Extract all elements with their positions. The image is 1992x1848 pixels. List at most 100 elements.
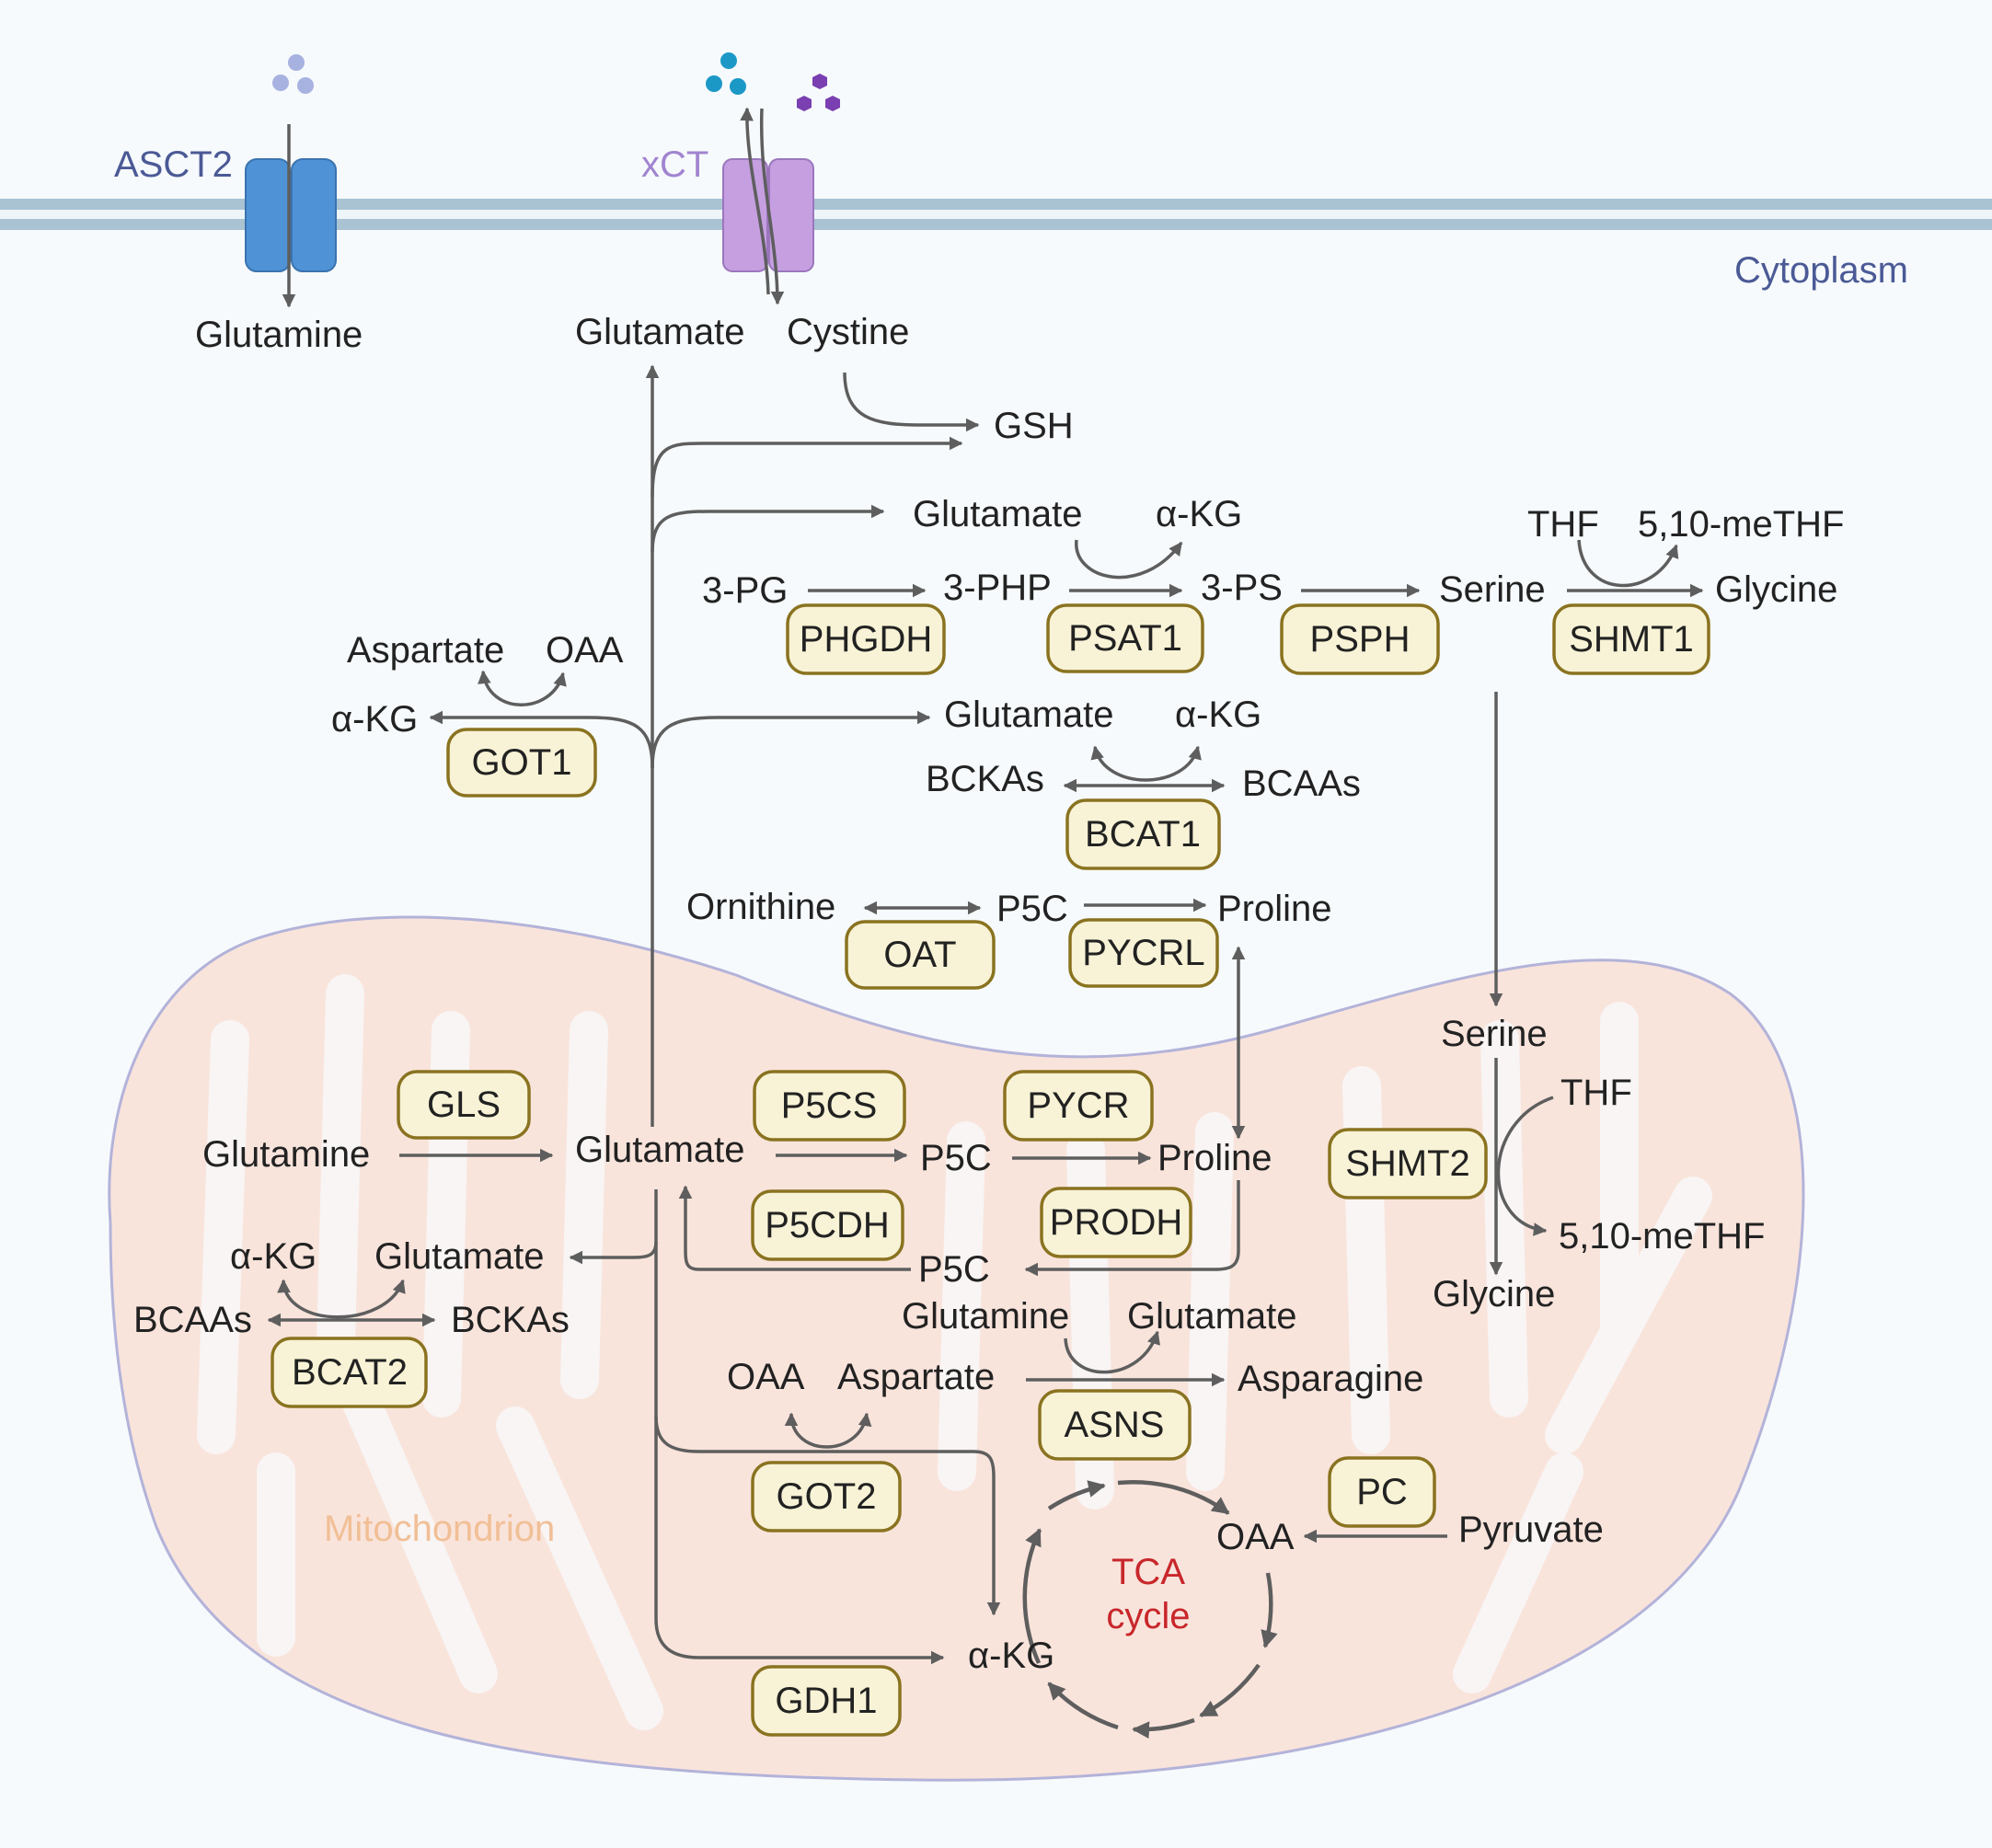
enzyme-phgdh: PHGDH xyxy=(786,603,946,675)
enzyme-pycrl-label: PYCRL xyxy=(1082,933,1204,973)
enzyme-bcat2-label: BCAT2 xyxy=(292,1352,408,1393)
enzyme-p5cs-label: P5CS xyxy=(781,1085,878,1126)
enzyme-phgdh-label: PHGDH xyxy=(800,619,932,660)
glutamate-molecule-icon xyxy=(706,75,722,92)
enzyme-oat: OAT xyxy=(845,920,996,990)
label-glutamate-psat1: Glutamate xyxy=(913,494,1083,534)
glutamate-molecule-icon xyxy=(720,52,737,69)
enzyme-prodh: PRODH xyxy=(1040,1187,1192,1258)
label-cystine: Cystine xyxy=(787,312,909,352)
label-serine-mitochondrion: Serine xyxy=(1441,1014,1548,1054)
enzyme-psat1: PSAT1 xyxy=(1046,603,1204,673)
enzyme-boxes: PHGDH PSAT1 PSPH SHMT1 GOT1 BCAT1 OAT P xyxy=(271,603,1710,1737)
cystine-molecule-icon xyxy=(812,74,827,89)
label-bckas-cytoplasm: BCKAs xyxy=(926,759,1044,799)
label-bcaas-cytoplasm: BCAAs xyxy=(1242,763,1361,804)
glutamine-molecule-icon xyxy=(297,77,314,94)
label-akg-bcat2: α-KG xyxy=(230,1236,317,1277)
label-akg-tca: α-KG xyxy=(968,1636,1054,1676)
xct-label: xCT xyxy=(641,144,708,185)
label-glutamate-asns: Glutamate xyxy=(1127,1296,1297,1337)
cystine-molecule-icon xyxy=(797,96,812,111)
label-ornithine: Ornithine xyxy=(686,887,835,927)
enzyme-shmt2-label: SHMT2 xyxy=(1345,1143,1470,1184)
enzyme-pycr-label: PYCR xyxy=(1027,1085,1129,1126)
enzyme-p5cdh: P5CDH xyxy=(751,1189,904,1261)
label-oaa-got2: OAA xyxy=(727,1357,805,1397)
label-p5c-cytoplasm: P5C xyxy=(996,889,1068,929)
mitochondrion-label: Mitochondrion xyxy=(324,1509,555,1549)
enzyme-psph-label: PSPH xyxy=(1310,619,1411,660)
label-aspartate-mitochondrion: Aspartate xyxy=(837,1357,995,1397)
label-akg-psat1: α-KG xyxy=(1156,494,1242,534)
cystine-molecule-icon xyxy=(825,96,840,111)
label-akg-got1: α-KG xyxy=(331,699,418,740)
enzyme-p5cdh-label: P5CDH xyxy=(765,1205,890,1245)
enzyme-shmt2: SHMT2 xyxy=(1328,1128,1488,1199)
enzyme-gls: GLS xyxy=(397,1070,531,1140)
label-thf-mitochondrion: THF xyxy=(1560,1073,1632,1113)
label-akg-bcat1: α-KG xyxy=(1175,694,1261,735)
enzyme-pc: PC xyxy=(1328,1456,1436,1528)
enzyme-asns-label: ASNS xyxy=(1065,1405,1165,1445)
metabolite-labels: Glutamine Glutamate Cystine GSH Glutamat… xyxy=(133,312,1845,1676)
enzyme-psat1-label: PSAT1 xyxy=(1068,618,1182,659)
label-3pg: 3-PG xyxy=(702,570,788,611)
label-glutamate-mitochondrion: Glutamate xyxy=(575,1130,745,1170)
enzyme-bcat2: BCAT2 xyxy=(271,1337,428,1408)
glutamine-molecule-icon xyxy=(288,54,305,71)
pathway-connectors xyxy=(267,107,1704,1739)
label-glutamate-cytoplasm: Glutamate xyxy=(575,312,745,352)
label-asparagine: Asparagine xyxy=(1238,1359,1423,1399)
enzyme-gdh1: GDH1 xyxy=(751,1665,902,1737)
enzyme-got2-label: GOT2 xyxy=(777,1476,877,1517)
label-proline-mitochondrion: Proline xyxy=(1157,1138,1272,1178)
label-proline-cytoplasm: Proline xyxy=(1217,889,1332,929)
label-glutamate-bcat1: Glutamate xyxy=(944,694,1114,735)
label-methf-cytoplasm: 5,10-meTHF xyxy=(1638,504,1845,545)
label-3php: 3-PHP xyxy=(943,568,1052,608)
enzyme-prodh-label: PRODH xyxy=(1050,1202,1182,1243)
label-oaa-tca: OAA xyxy=(1216,1517,1295,1557)
enzyme-oat-label: OAT xyxy=(883,935,956,975)
label-aspartate-cytoplasm: Aspartate xyxy=(347,630,504,671)
enzyme-shmt1-label: SHMT1 xyxy=(1569,619,1694,660)
label-methf-mitochondrion: 5,10-meTHF xyxy=(1559,1216,1766,1257)
label-glutamine-asns: Glutamine xyxy=(902,1296,1069,1337)
xct-transporter: xCT xyxy=(641,52,840,272)
enzyme-pc-label: PC xyxy=(1356,1472,1408,1512)
label-tca-line1: TCA xyxy=(1111,1552,1185,1592)
enzyme-p5cs: P5CS xyxy=(753,1070,906,1142)
enzyme-pycr: PYCR xyxy=(1003,1070,1154,1142)
glutamine-molecule-icon xyxy=(272,75,289,91)
label-glycine-mitochondrion: Glycine xyxy=(1433,1274,1555,1314)
label-bcaas-mitochondrion: BCAAs xyxy=(133,1300,252,1340)
label-oaa-cytoplasm: OAA xyxy=(546,630,624,671)
label-p5c-prodh: P5C xyxy=(918,1249,990,1290)
enzyme-got1-label: GOT1 xyxy=(472,742,572,783)
label-glutamate-bcat2: Glutamate xyxy=(374,1236,545,1277)
enzyme-shmt1: SHMT1 xyxy=(1552,603,1710,675)
enzyme-gls-label: GLS xyxy=(427,1085,501,1125)
label-tca-line2: cycle xyxy=(1106,1596,1190,1636)
label-serine-cytoplasm: Serine xyxy=(1439,569,1546,610)
enzyme-psph: PSPH xyxy=(1280,603,1440,675)
enzyme-gdh1-label: GDH1 xyxy=(775,1681,877,1721)
asct2-label: ASCT2 xyxy=(114,144,233,185)
enzyme-got1: GOT1 xyxy=(446,728,597,798)
label-bckas-mitochondrion: BCKAs xyxy=(451,1300,570,1340)
label-glutamine-cytoplasm: Glutamine xyxy=(195,315,363,355)
enzyme-pycrl: PYCRL xyxy=(1068,918,1219,988)
glutamate-molecule-icon xyxy=(730,78,746,95)
enzyme-bcat1: BCAT1 xyxy=(1065,798,1221,870)
label-thf-cytoplasm: THF xyxy=(1527,504,1599,545)
label-glycine-cytoplasm: Glycine xyxy=(1715,569,1837,610)
asct2-transporter: ASCT2 xyxy=(114,54,337,272)
label-3ps: 3-PS xyxy=(1201,568,1283,608)
label-p5c-mitochondrion: P5C xyxy=(920,1138,992,1178)
enzyme-got2: GOT2 xyxy=(751,1461,902,1532)
enzyme-asns: ASNS xyxy=(1038,1389,1192,1461)
cytoplasm-label: Cytoplasm xyxy=(1734,250,1908,291)
enzyme-bcat1-label: BCAT1 xyxy=(1085,814,1201,855)
